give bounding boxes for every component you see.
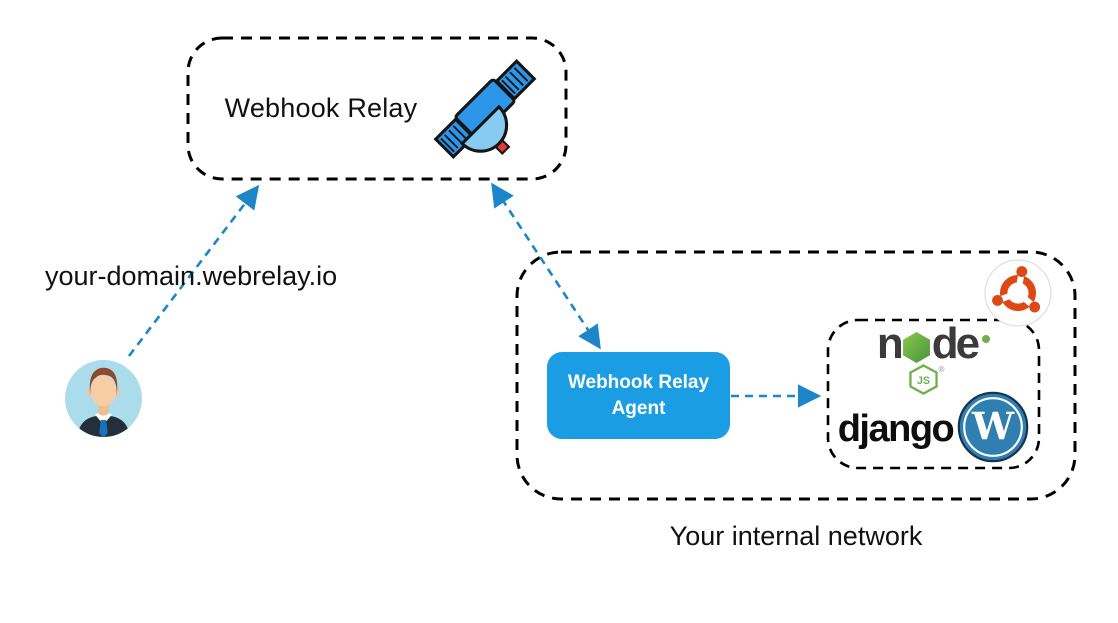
agent-label-line2: Agent	[611, 397, 666, 419]
ubuntu-logo-icon	[984, 259, 1052, 327]
services-row2: django W	[838, 391, 1030, 463]
nodejs-badge: JS ®	[908, 364, 945, 395]
node-word-suffix: de	[931, 319, 980, 368]
nodejs-hexagon-icon	[902, 331, 930, 363]
webhook-relay-box-border	[186, 36, 568, 181]
webhook-relay-agent-box: Webhook Relay Agent	[547, 352, 730, 439]
node-word-prefix: n	[876, 319, 904, 368]
wordpress-letter: W	[971, 404, 1015, 448]
internal-network-caption: Your internal network	[669, 521, 923, 551]
services-box-border	[826, 318, 1041, 470]
satellite-icon	[433, 58, 537, 159]
django-logo: django	[837, 408, 955, 450]
wordpress-logo-icon: W	[957, 391, 1029, 463]
domain-label: your-domain.webrelay.io	[45, 261, 338, 291]
internal-network-box-border	[515, 250, 1077, 501]
js-hexagon-icon: JS	[908, 364, 938, 395]
registered-mark: ®	[938, 365, 945, 374]
webhook-relay-label: Webhook Relay	[224, 93, 418, 123]
webhook-relay-box: Webhook Relay	[188, 38, 566, 179]
nodejs-logo: n de	[877, 322, 991, 366]
node-trademark-dot	[982, 335, 991, 343]
arrow-user-to-relay	[127, 184, 260, 357]
agent-label-line1: Webhook Relay	[567, 371, 710, 393]
arrow-relay-to-agent	[491, 182, 601, 350]
services-box: n de JS ® django	[828, 320, 1039, 468]
user-avatar-icon	[65, 360, 142, 437]
js-badge-text: JS	[917, 375, 930, 387]
